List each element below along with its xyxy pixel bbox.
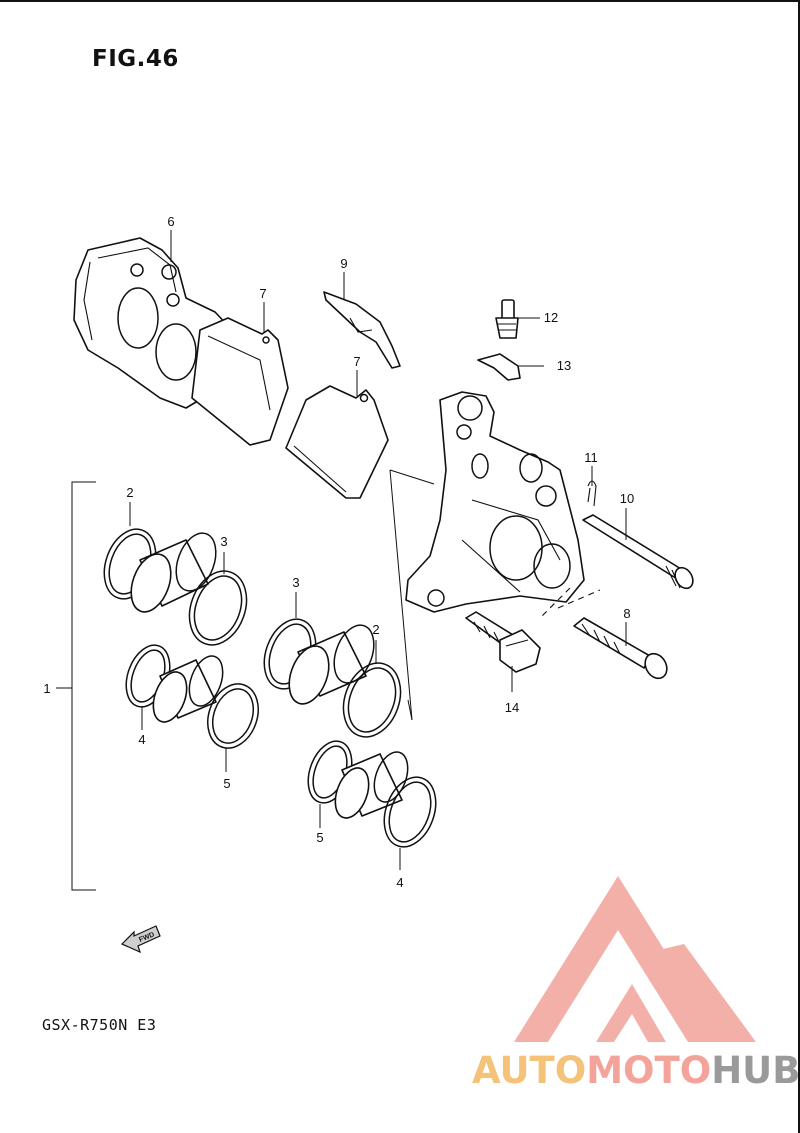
callout-3-left: 3 (220, 534, 227, 549)
callout-12: 12 (544, 310, 558, 325)
callout-3-right: 3 (292, 575, 299, 590)
mounting-bolt (465, 611, 541, 673)
callout-2-left: 2 (126, 485, 133, 500)
bleeder-cap (477, 353, 521, 381)
watermark-logo (514, 876, 756, 1042)
callout-6: 6 (167, 214, 174, 229)
figure-title: FIG.46 (92, 46, 179, 72)
model-code: GSX-R750N E3 (42, 1016, 157, 1034)
pad-spring (323, 291, 401, 369)
piston-seal-set-c (263, 618, 402, 738)
callout-7-rear-pad: 7 (259, 286, 266, 301)
caliper-bolt (573, 617, 668, 680)
callout-4-right: 4 (396, 875, 403, 890)
callout-14: 14 (505, 700, 519, 715)
piston-seal-set-d (307, 740, 437, 848)
callout-10: 10 (620, 491, 634, 506)
forward-direction-badge: FWD (120, 925, 161, 954)
brake-pad-front (285, 385, 389, 499)
bleeder-valve (495, 299, 519, 339)
piston-seal-set-a (103, 528, 248, 646)
piston-seal-set-b (125, 644, 259, 749)
callout-7-front-pad: 7 (353, 354, 360, 369)
callout-5-left: 5 (223, 776, 230, 791)
callout-1: 1 (43, 681, 50, 696)
callout-4-left: 4 (138, 732, 145, 747)
callout-2-right: 2 (372, 622, 379, 637)
callout-5-right: 5 (316, 830, 323, 845)
callout-13: 13 (557, 358, 571, 373)
callout-9: 9 (340, 256, 347, 271)
watermark-wordmark: AUTOMOTOHUB (472, 1049, 800, 1092)
brake-pad-rear (191, 317, 289, 446)
pad-pin (582, 514, 694, 590)
callout-11: 11 (584, 450, 598, 465)
callout-8: 8 (623, 606, 630, 621)
caliper-inner-housing (405, 391, 585, 613)
